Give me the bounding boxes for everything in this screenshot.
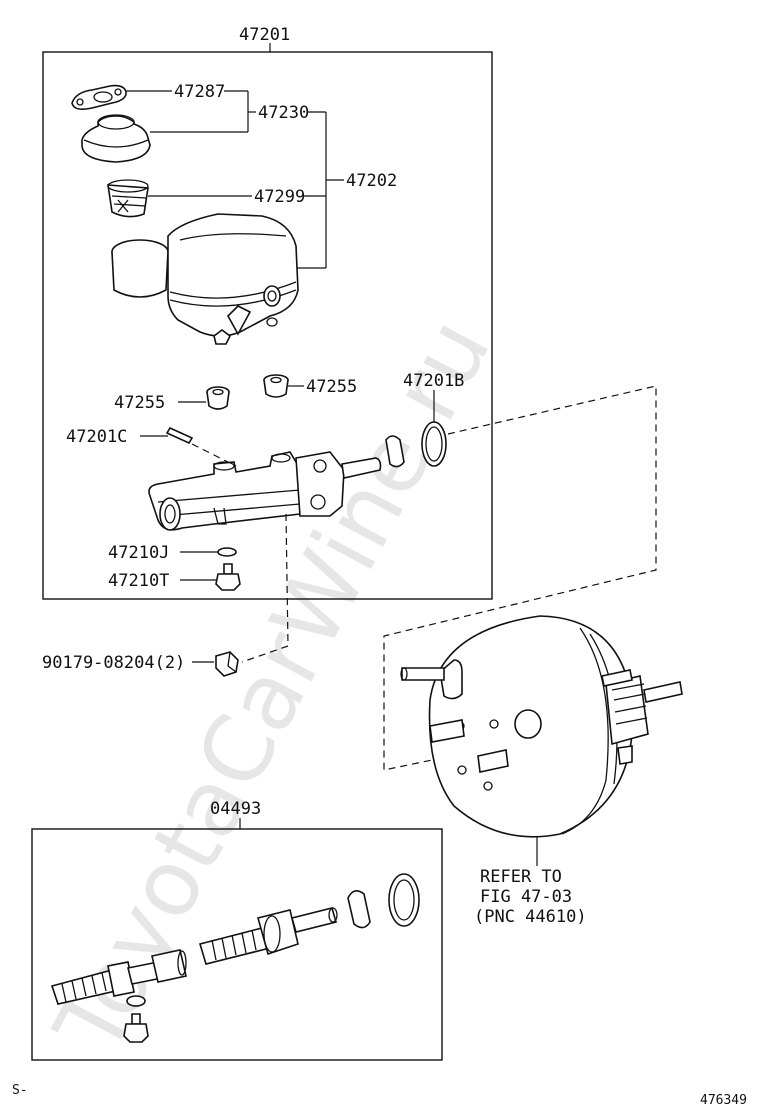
pin-part[interactable] [165, 426, 194, 445]
reservoir-cap[interactable] [81, 114, 151, 163]
kit-bleeder-plug[interactable] [123, 1013, 149, 1043]
label-nut[interactable]: 90179-08204(2) [42, 653, 185, 673]
footer-left-code: S- [12, 1083, 28, 1098]
label-strainer[interactable]: 47299 [254, 187, 305, 207]
label-repair-kit[interactable]: 04493 [210, 799, 261, 819]
master-cylinder-frame [42, 43, 493, 600]
grommet-left[interactable] [206, 386, 230, 410]
grommet-right[interactable] [263, 374, 289, 398]
repair-kit-frame [31, 818, 443, 1061]
kit-primary-piston[interactable] [198, 907, 338, 965]
kit-snap-ring[interactable] [347, 890, 371, 929]
kit-secondary-piston[interactable] [50, 949, 187, 1005]
master-cylinder-body[interactable] [148, 451, 382, 531]
refer-note-line3[interactable]: (PNC 44610) [474, 907, 587, 927]
label-gasket[interactable]: 47287 [174, 82, 225, 102]
label-pin[interactable]: 47201C [66, 427, 127, 447]
gasket-part[interactable] [71, 84, 127, 110]
label-grommet-right[interactable]: 47255 [306, 377, 357, 397]
kit-washer[interactable] [126, 995, 146, 1007]
label-reservoir-sub-assy[interactable]: 47202 [346, 171, 397, 191]
label-o-ring[interactable]: 47201B [403, 371, 464, 391]
figure-id: 476349 [700, 1093, 747, 1108]
label-cap-assy[interactable]: 47230 [258, 103, 309, 123]
label-grommet-left[interactable]: 47255 [114, 393, 165, 413]
brake-booster[interactable] [400, 615, 683, 838]
bleeder-plug-part[interactable] [215, 563, 241, 591]
label-washer[interactable]: 47210J [108, 543, 169, 563]
refer-note-line2[interactable]: FIG 47-03 [480, 887, 572, 907]
nut-part[interactable] [215, 651, 239, 677]
strainer-part[interactable] [107, 179, 149, 218]
reservoir-tank[interactable] [111, 213, 299, 345]
label-bleeder-plug[interactable]: 47210T [108, 571, 169, 591]
refer-note-line1[interactable]: REFER TO [480, 867, 562, 887]
label-master-cylinder[interactable]: 47201 [239, 25, 290, 45]
snap-ring-part[interactable] [385, 435, 405, 468]
washer-part[interactable] [217, 547, 237, 557]
